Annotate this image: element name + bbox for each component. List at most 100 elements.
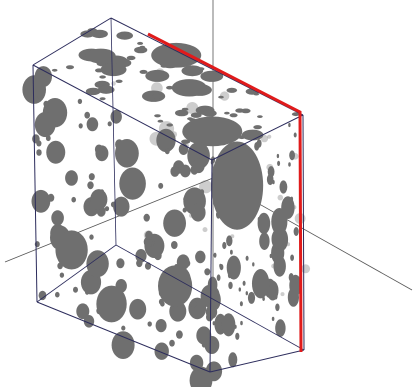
- inclusion: [134, 46, 148, 54]
- inclusion: [180, 164, 191, 178]
- inclusion: [154, 114, 161, 118]
- inclusion: [55, 230, 88, 270]
- inclusion: [190, 112, 202, 118]
- inclusion: [266, 173, 274, 186]
- inclusion: [245, 291, 248, 296]
- inclusion: [192, 158, 205, 174]
- inclusion: [289, 274, 302, 296]
- inclusion: [197, 67, 205, 71]
- inclusion: [190, 300, 197, 308]
- inclusion: [202, 227, 208, 233]
- inclusion: [119, 167, 146, 200]
- inclusion: [267, 134, 272, 139]
- top-face-inclusions: [51, 28, 300, 157]
- inclusion: [176, 330, 183, 339]
- inclusion: [85, 201, 90, 207]
- inclusion: [259, 232, 270, 250]
- inclusion: [85, 87, 101, 96]
- inclusion: [181, 107, 189, 111]
- inclusion: [289, 150, 295, 161]
- inclusion: [269, 253, 273, 259]
- inclusion: [251, 268, 270, 299]
- inclusion: [279, 180, 288, 194]
- inclusion: [34, 111, 56, 138]
- inclusion: [256, 139, 262, 148]
- cube-edge: [211, 114, 304, 161]
- inclusion: [61, 115, 66, 121]
- inclusion: [218, 95, 224, 99]
- inclusion: [126, 55, 136, 61]
- inclusion: [188, 297, 207, 320]
- cube-edge: [32, 17, 112, 66]
- inclusion: [113, 196, 130, 217]
- inclusion: [85, 48, 116, 64]
- cube-edge: [209, 349, 305, 373]
- inclusion: [34, 66, 52, 88]
- inclusion: [221, 313, 236, 337]
- inclusion: [275, 303, 280, 312]
- inclusion: [183, 196, 188, 202]
- inclusion: [115, 139, 139, 168]
- inclusion: [171, 79, 207, 97]
- inclusion: [271, 316, 275, 321]
- inclusion: [46, 140, 66, 164]
- inclusion: [276, 153, 280, 159]
- cube-edge: [302, 114, 305, 351]
- inclusion: [265, 215, 269, 220]
- cube-edge: [110, 17, 304, 116]
- inclusion: [145, 230, 153, 240]
- inclusion: [89, 234, 94, 240]
- inclusion: [55, 291, 60, 298]
- inclusion: [290, 254, 294, 261]
- inclusion: [288, 122, 291, 128]
- inclusion: [163, 209, 187, 237]
- inclusion: [155, 319, 167, 333]
- inclusion: [143, 213, 150, 222]
- inclusion: [129, 298, 147, 320]
- inclusion: [169, 339, 175, 347]
- inclusion: [77, 98, 83, 104]
- inclusion: [166, 123, 173, 127]
- cube-edge: [32, 64, 213, 161]
- hidden-edge: [115, 244, 305, 351]
- inclusion: [154, 342, 169, 360]
- inclusion: [204, 268, 211, 276]
- inclusion: [166, 85, 174, 90]
- inclusion: [195, 250, 206, 264]
- inclusion: [202, 109, 217, 117]
- inclusion: [38, 290, 47, 301]
- inclusion: [94, 144, 104, 155]
- inclusion: [212, 321, 216, 326]
- inclusion: [222, 241, 227, 250]
- inclusion: [242, 280, 246, 286]
- inclusion: [47, 193, 55, 202]
- inclusion: [86, 250, 109, 278]
- inclusion: [207, 276, 218, 293]
- inclusion: [160, 301, 165, 307]
- inclusion: [189, 354, 204, 371]
- inclusion: [135, 249, 147, 263]
- inclusion: [196, 326, 212, 345]
- inclusion: [144, 262, 152, 270]
- inclusion: [190, 203, 206, 222]
- inclusion: [110, 201, 116, 208]
- inclusion: [228, 281, 233, 290]
- inclusion: [224, 111, 230, 115]
- inclusion: [110, 109, 122, 124]
- inclusion: [84, 111, 90, 119]
- inclusion: [186, 102, 199, 114]
- inclusion: [228, 352, 238, 368]
- inclusion: [277, 160, 281, 166]
- inclusion: [257, 212, 271, 235]
- inclusion: [257, 115, 263, 118]
- inclusion: [86, 117, 99, 132]
- inclusion: [100, 63, 127, 77]
- inclusion: [170, 166, 180, 177]
- inclusion: [200, 70, 224, 82]
- inclusion: [301, 264, 311, 274]
- inclusion: [76, 303, 90, 320]
- inclusion: [181, 65, 204, 77]
- inclusion: [288, 162, 291, 167]
- inclusion: [139, 69, 148, 74]
- inclusion: [280, 292, 285, 297]
